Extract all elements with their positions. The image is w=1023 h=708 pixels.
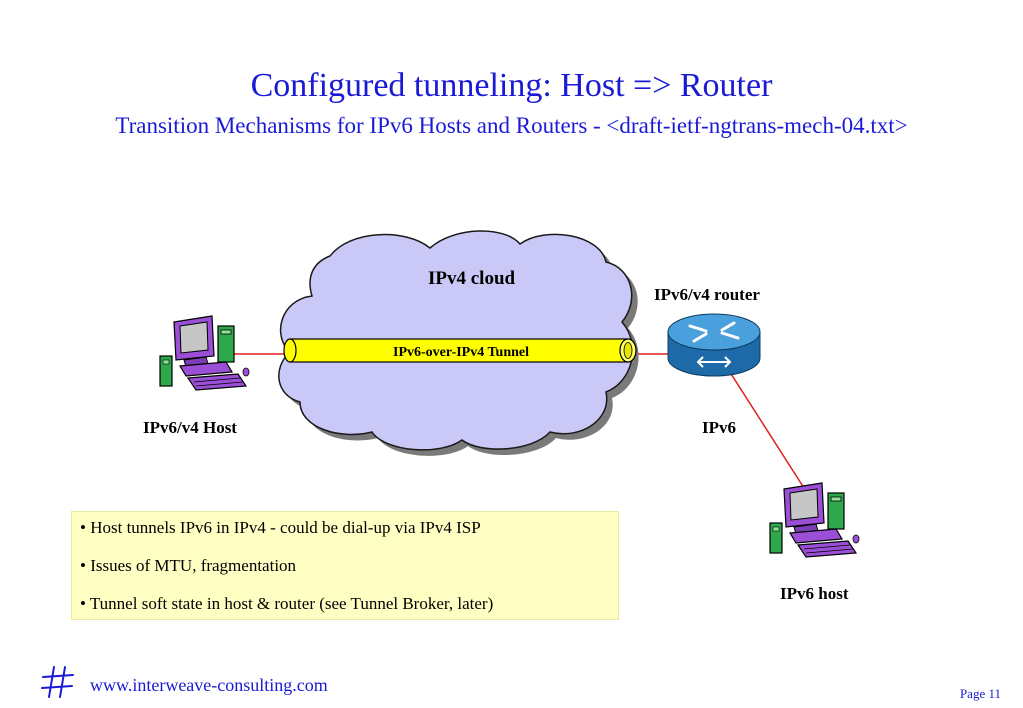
ipv6-link-label: IPv6 xyxy=(702,418,736,437)
notes-box: • Host tunnels IPv6 in IPv4 - could be d… xyxy=(71,511,619,620)
footer-url-link[interactable]: www.interweave-consulting.com xyxy=(90,675,328,695)
slide-title: Configured tunneling: Host => Router xyxy=(250,67,773,104)
note-item: • Issues of MTU, fragmentation xyxy=(80,556,297,575)
note-item: • Host tunnels IPv6 in IPv4 - could be d… xyxy=(80,518,481,537)
host-right-label: IPv6 host xyxy=(780,584,849,603)
cloud-label: IPv4 cloud xyxy=(428,268,516,289)
host-computer-icon xyxy=(769,482,860,558)
tunnel-label: IPv6-over-IPv4 Tunnel xyxy=(393,345,529,360)
page-number: Page 11 xyxy=(959,686,1001,701)
host-computer-icon xyxy=(159,315,250,391)
link-router-ipv6-host xyxy=(725,365,805,489)
router-label: IPv6/v4 router xyxy=(654,285,760,304)
host-left-label: IPv6/v4 Host xyxy=(143,418,237,437)
router-icon xyxy=(667,313,761,377)
site-logo-icon xyxy=(41,666,74,698)
slide-subtitle: Transition Mechanisms for IPv6 Hosts and… xyxy=(115,113,908,138)
note-item: • Tunnel soft state in host & router (se… xyxy=(80,594,494,613)
